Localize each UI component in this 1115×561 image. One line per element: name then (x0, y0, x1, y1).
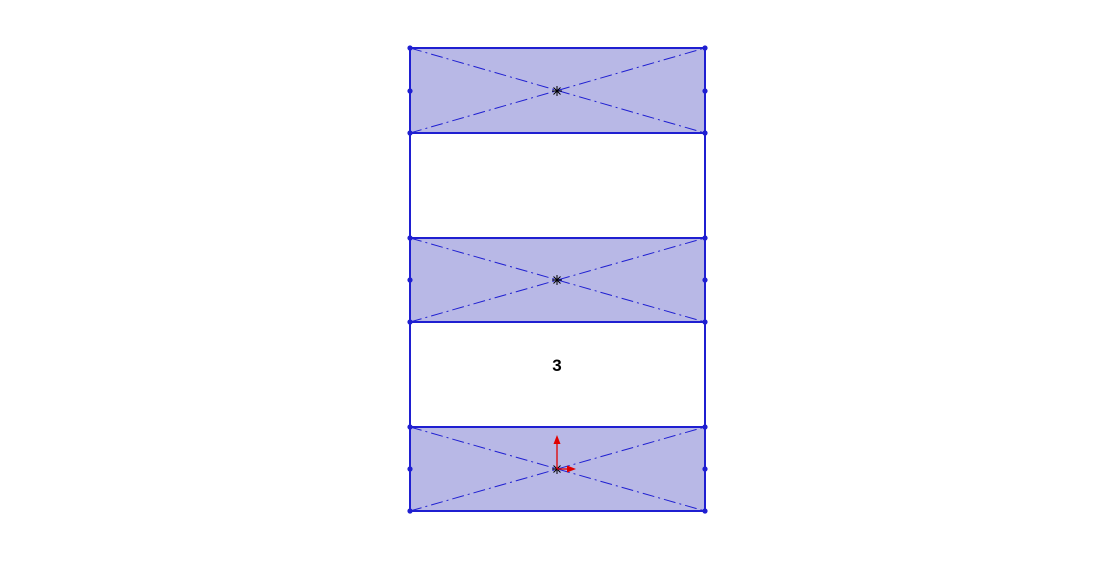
diagonal-bottom-2 (409, 426, 706, 512)
diagonal-middle-2 (409, 237, 706, 323)
region-label: 3 (552, 356, 561, 375)
diagonal-middle-1 (409, 237, 706, 323)
diagonal-bottom-1 (409, 426, 706, 512)
origin-axes-icon (553, 435, 576, 473)
sketch-point[interactable] (407, 319, 413, 325)
sketch-point[interactable] (702, 45, 708, 51)
sketch-point[interactable] (702, 130, 708, 136)
sketch-point[interactable] (407, 45, 413, 51)
sketch-point[interactable] (702, 466, 708, 472)
center-mark-top[interactable] (552, 86, 562, 96)
sketch-point[interactable] (702, 277, 708, 283)
sketch-point[interactable] (702, 88, 708, 94)
center-mark-middle[interactable] (552, 275, 562, 285)
diagonal-top-1 (409, 47, 706, 134)
sketch-point[interactable] (407, 130, 413, 136)
sketch-point[interactable] (702, 424, 708, 430)
sketch-point[interactable] (407, 466, 413, 472)
sketch-point[interactable] (702, 319, 708, 325)
diagonal-top-2 (409, 47, 706, 134)
sketch-points (407, 45, 708, 514)
sketch-point[interactable] (407, 277, 413, 283)
sketch-point[interactable] (407, 508, 413, 514)
sketch-point[interactable] (407, 424, 413, 430)
sketch-point[interactable] (407, 88, 413, 94)
sketch-point[interactable] (407, 235, 413, 241)
sketch-point[interactable] (702, 235, 708, 241)
sketch-point[interactable] (702, 508, 708, 514)
construction-lines (409, 47, 706, 512)
origin-x-arrowhead (567, 465, 576, 473)
origin-y-arrowhead (553, 435, 561, 444)
